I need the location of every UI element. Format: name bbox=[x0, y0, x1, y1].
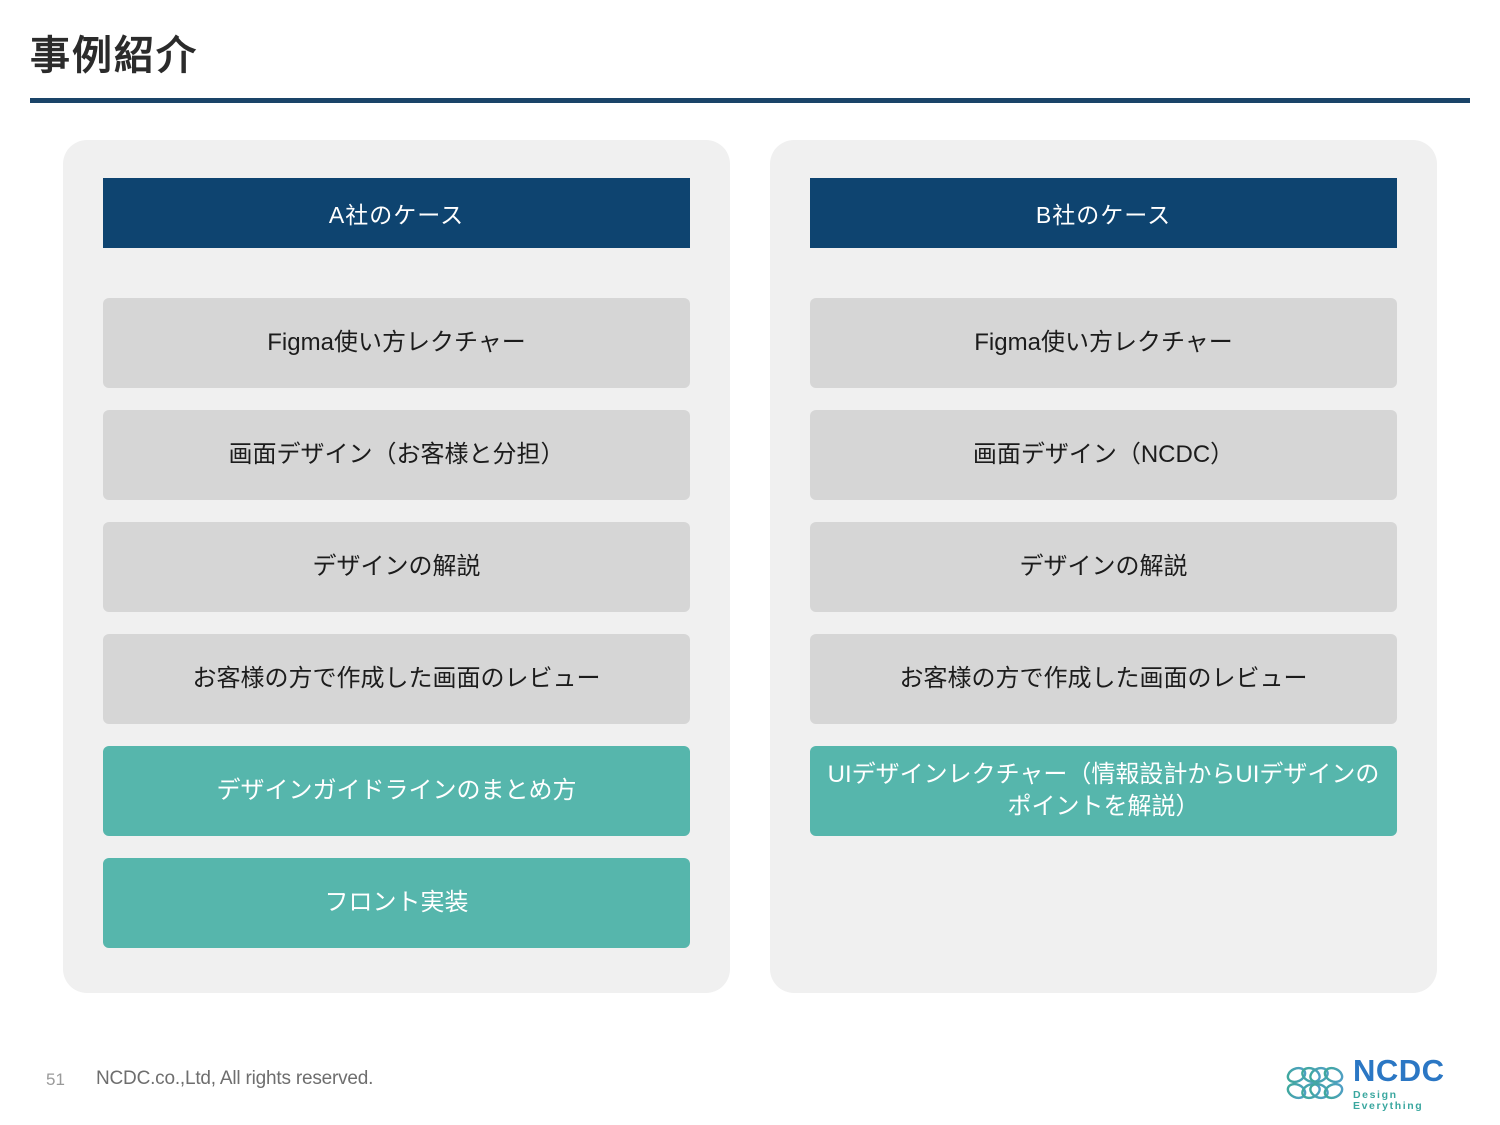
step-item: Figma使い方レクチャー bbox=[103, 298, 690, 388]
copyright-text: NCDC.co.,Ltd, All rights reserved. bbox=[96, 1068, 374, 1089]
step-item-highlight: フロント実装 bbox=[103, 858, 690, 948]
case-card-a: A社のケース Figma使い方レクチャー 画面デザイン（お客様と分担） デザイン… bbox=[63, 140, 730, 993]
step-item: Figma使い方レクチャー bbox=[810, 298, 1397, 388]
case-card-b: B社のケース Figma使い方レクチャー 画面デザイン（NCDC） デザインの解… bbox=[770, 140, 1437, 993]
title-divider bbox=[30, 98, 1470, 103]
logo-text-block: NCDC Design Everything bbox=[1353, 1055, 1472, 1111]
step-item: お客様の方で作成した画面のレビュー bbox=[810, 634, 1397, 724]
step-item: お客様の方で作成した画面のレビュー bbox=[103, 634, 690, 724]
step-item: 画面デザイン（お客様と分担） bbox=[103, 410, 690, 500]
step-item-highlight: デザインガイドラインのまとめ方 bbox=[103, 746, 690, 836]
logo-wordmark: NCDC bbox=[1353, 1053, 1445, 1088]
logo-tagline: Design Everything bbox=[1353, 1089, 1424, 1112]
step-item: デザインの解説 bbox=[810, 522, 1397, 612]
ncdc-logo: NCDC Design Everything bbox=[1286, 1055, 1472, 1111]
case-card-a-steps: Figma使い方レクチャー 画面デザイン（お客様と分担） デザインの解説 お客様… bbox=[103, 298, 690, 948]
case-cards-container: A社のケース Figma使い方レクチャー 画面デザイン（お客様と分担） デザイン… bbox=[63, 140, 1437, 993]
step-item-highlight: UIデザインレクチャー（情報設計からUIデザインのポイントを解説） bbox=[810, 746, 1397, 836]
step-item: 画面デザイン（NCDC） bbox=[810, 410, 1397, 500]
case-card-b-steps: Figma使い方レクチャー 画面デザイン（NCDC） デザインの解説 お客様の方… bbox=[810, 298, 1397, 836]
ncdc-flower-icon bbox=[1286, 1066, 1344, 1100]
page-title: 事例紹介 bbox=[30, 34, 198, 78]
case-card-a-header: A社のケース bbox=[103, 178, 690, 248]
page-number: 51 bbox=[46, 1070, 65, 1089]
case-card-b-header: B社のケース bbox=[810, 178, 1397, 248]
step-item: デザインの解説 bbox=[103, 522, 690, 612]
